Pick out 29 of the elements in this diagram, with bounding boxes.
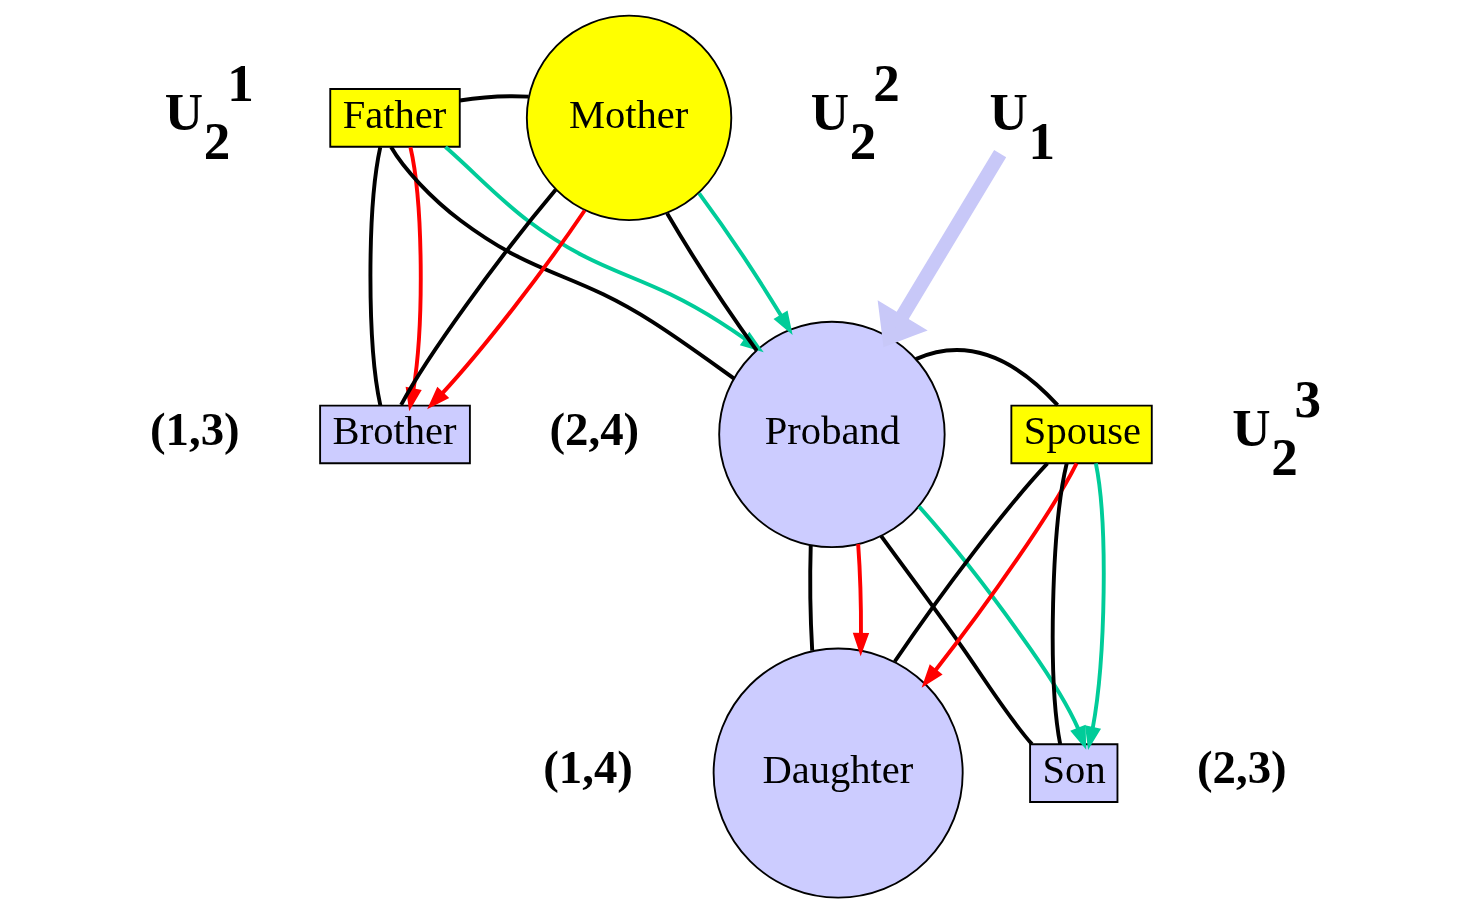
connector	[459, 93, 529, 102]
node-box: Son	[1029, 742, 1119, 803]
arrow	[1085, 462, 1106, 750]
connector	[368, 146, 383, 406]
node-label: (2,3)	[1197, 740, 1287, 793]
connector	[915, 347, 1059, 406]
node-circle: Daughter	[712, 647, 964, 899]
node-label: (1,3)	[150, 402, 240, 455]
connector	[1050, 462, 1069, 744]
connector	[893, 461, 1049, 663]
arrow	[852, 543, 870, 656]
node-label: (1,4)	[543, 740, 633, 793]
arrow	[405, 146, 423, 411]
arrow	[877, 149, 1007, 347]
connector	[808, 544, 815, 651]
node-circle: Mother	[525, 14, 733, 221]
connector	[879, 534, 1034, 745]
node-box: Spouse	[1010, 404, 1153, 464]
node-box: Brother	[319, 404, 471, 464]
arrow	[427, 208, 587, 409]
arrow	[697, 191, 793, 335]
connector	[399, 188, 558, 406]
node-label: (2,4)	[549, 402, 640, 455]
node-box: Father	[329, 87, 461, 148]
arrow	[917, 504, 1087, 750]
connector	[389, 145, 736, 380]
arrow	[921, 462, 1079, 688]
connector	[665, 211, 759, 352]
node-circle: Proband	[718, 320, 946, 548]
